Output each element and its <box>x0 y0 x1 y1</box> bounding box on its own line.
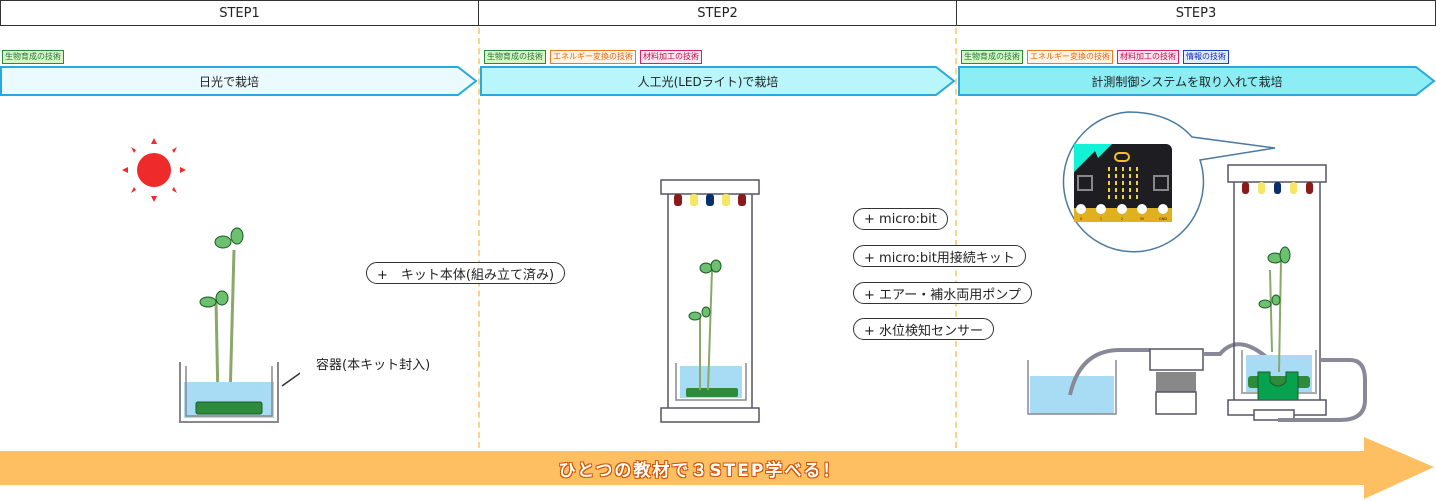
divider <box>955 28 957 448</box>
microbit-pill: + micro:bit <box>853 208 948 230</box>
step1-illustration <box>122 138 300 423</box>
led-dot <box>1108 174 1110 178</box>
led-dot <box>1122 195 1124 199</box>
led-icon <box>674 194 746 206</box>
tag-material: 材料加工の技術 <box>640 50 702 64</box>
tag-energy: エネルギー変換の技術 <box>1027 50 1113 64</box>
pump-pill: + エアー・補水両用ポンプ <box>853 282 1032 304</box>
step2-tags: 生物育成の技術 エネルギー変換の技術 材料加工の技術 <box>484 50 702 64</box>
step1-header: STEP1 <box>0 0 479 26</box>
step2-banner: 人工光(LEDライト)で栽培 <box>480 66 956 96</box>
led-dot <box>1136 195 1138 199</box>
step3-tags: 生物育成の技術 エネルギー変換の技術 材料加工の技術 情報の技術 <box>961 50 1229 64</box>
led-dot <box>1122 188 1124 192</box>
led-dot <box>1136 167 1138 171</box>
reservoir-icon <box>1027 348 1150 415</box>
sun-icon <box>122 138 186 202</box>
tag-bio: 生物育成の技術 <box>484 50 546 64</box>
microbit-icon: 0 1 2 3V GND <box>1074 144 1172 222</box>
pin-label: GND <box>1159 217 1167 221</box>
step1-banner: 日光で栽培 <box>0 66 478 96</box>
led-dot <box>1129 195 1131 199</box>
led-dot <box>1115 174 1117 178</box>
led-dot <box>1108 188 1110 192</box>
pump-icon <box>1149 342 1277 415</box>
step3-header: STEP3 <box>956 0 1436 26</box>
led-dot <box>1122 174 1124 178</box>
led-dot <box>1136 174 1138 178</box>
led-dot <box>1108 181 1110 185</box>
container-icon <box>179 362 300 423</box>
plant-icon <box>199 227 244 401</box>
bottom-arrow <box>0 437 1434 499</box>
led-dot <box>1122 167 1124 171</box>
step2-header: STEP2 <box>478 0 957 26</box>
led-dot <box>1129 167 1131 171</box>
led-dot <box>1115 167 1117 171</box>
divider <box>478 28 480 448</box>
step3-banner: 計測制御システムを取り入れて栽培 <box>958 66 1436 96</box>
led-dot <box>1115 188 1117 192</box>
pin-label: 3V <box>1140 217 1145 221</box>
slogan: ひとつの教材で３STEP学べる！ <box>558 460 842 481</box>
tag-bio: 生物育成の技術 <box>2 50 64 64</box>
step3-illustration: 0 1 2 3V GND <box>1027 111 1367 422</box>
water-sensor-pill: + 水位検知センサー <box>853 318 995 340</box>
tag-energy: エネルギー変換の技術 <box>550 50 636 64</box>
banner-text: 計測制御システムを取り入れて栽培 <box>1091 74 1283 89</box>
led-dot <box>1129 188 1131 192</box>
led-dot <box>1108 195 1110 199</box>
led-dot <box>1136 188 1138 192</box>
tag-bio: 生物育成の技術 <box>961 50 1023 64</box>
connection-kit-pill: + micro:bit用接続キット <box>853 245 1026 267</box>
banner-text: 人工光(LEDライト)で栽培 <box>637 74 779 89</box>
pin-label: 1 <box>1100 217 1102 221</box>
led-dot <box>1115 181 1117 185</box>
tag-material: 材料加工の技術 <box>1117 50 1179 64</box>
led-dot <box>1129 181 1131 185</box>
kit-body-pill: + キット本体(組み立て済み) <box>366 262 566 284</box>
grow-tower-icon <box>1227 164 1367 422</box>
step1-tags: 生物育成の技術 <box>2 50 64 64</box>
pin-label: 0 <box>1080 217 1082 221</box>
banner-text: 日光で栽培 <box>198 74 259 89</box>
pin-label: 2 <box>1121 217 1123 221</box>
tag-info: 情報の技術 <box>1183 50 1229 64</box>
step2-illustration <box>660 179 760 423</box>
container-label: 容器(本キット封入) <box>316 358 431 373</box>
led-dot <box>1115 195 1117 199</box>
led-dot <box>1136 181 1138 185</box>
led-dot <box>1129 174 1131 178</box>
led-dot <box>1122 181 1124 185</box>
led-dot <box>1108 167 1110 171</box>
